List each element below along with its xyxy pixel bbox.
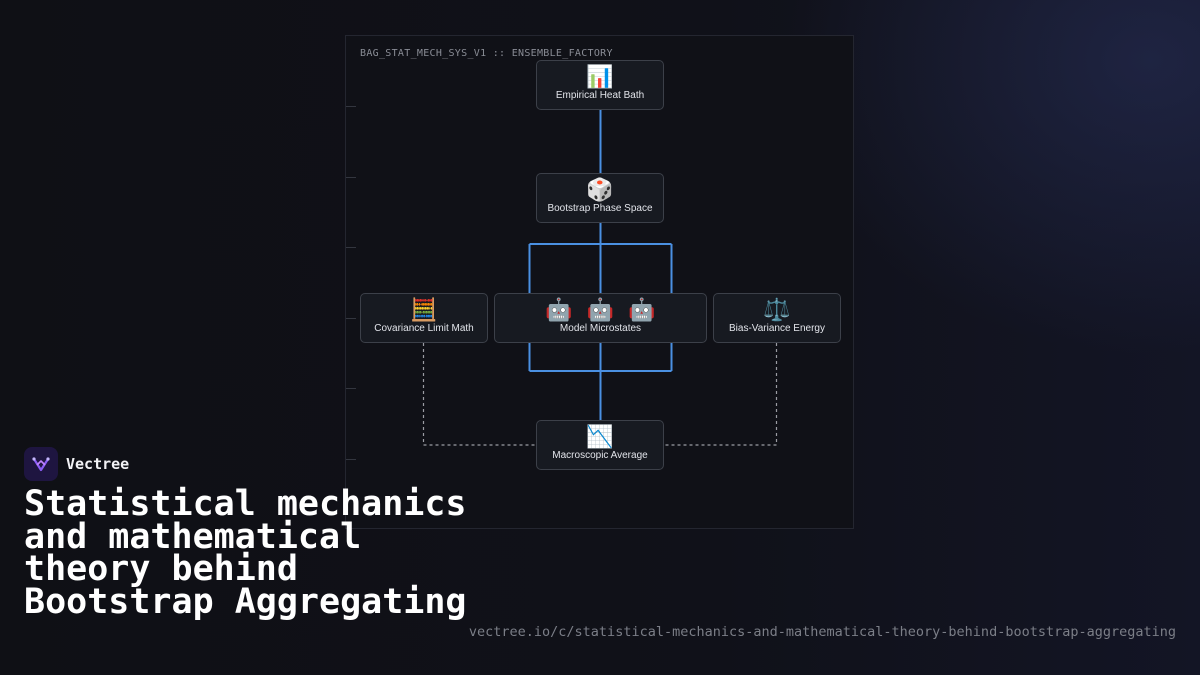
page-title: Statistical mechanics and mathematical t… [24,484,467,622]
node-bootstrap-phase-space: 🎲 Bootstrap Phase Space [536,173,664,223]
ruler-tick [346,318,356,319]
diagram-header: BAG_STAT_MECH_SYS_V1 :: ENSEMBLE_FACTORY [360,48,613,59]
node-label: Bias-Variance Energy [729,323,825,334]
ruler-tick [346,177,356,178]
edge-covariance-average [422,343,537,446]
node-label: Macroscopic Average [552,450,648,461]
ruler-tick [346,388,356,389]
brand-name: Vectree [66,455,130,473]
scales-icon: ⚖️ [763,298,791,323]
edge-biasvariance-average [664,343,778,446]
node-label: Model Microstates [559,323,642,334]
dice-icon: 🎲 [586,178,614,203]
node-empirical-heat-bath: 📊 Empirical Heat Bath [536,60,664,110]
page-url[interactable]: vectree.io/c/statistical-mechanics-and-m… [468,624,1176,640]
ruler-tick [346,106,356,107]
node-label: Empirical Heat Bath [555,90,645,101]
robot-icon: 🤖 🤖 🤖 [545,298,656,323]
ruler-tick [346,459,356,460]
node-model-microstates: 🤖 🤖 🤖 Model Microstates [494,293,707,343]
node-label: Covariance Limit Math [374,323,474,334]
brand[interactable]: Vectree [24,447,129,481]
chart-decreasing-icon: 📉 [586,425,614,450]
node-covariance-limit-math: 🧮 Covariance Limit Math [360,293,488,343]
node-bias-variance-energy: ⚖️ Bias-Variance Energy [713,293,841,343]
vectree-logo-icon [24,447,58,481]
diagram-panel: BAG_STAT_MECH_SYS_V1 :: ENSEMBLE_FACTORY… [345,35,854,529]
node-macroscopic-average: 📉 Macroscopic Average [536,420,664,470]
bar-chart-icon: 📊 [586,65,614,90]
diagram-edges [422,110,778,446]
abacus-icon: 🧮 [410,298,438,323]
ruler-tick [346,247,356,248]
node-label: Bootstrap Phase Space [547,203,653,214]
